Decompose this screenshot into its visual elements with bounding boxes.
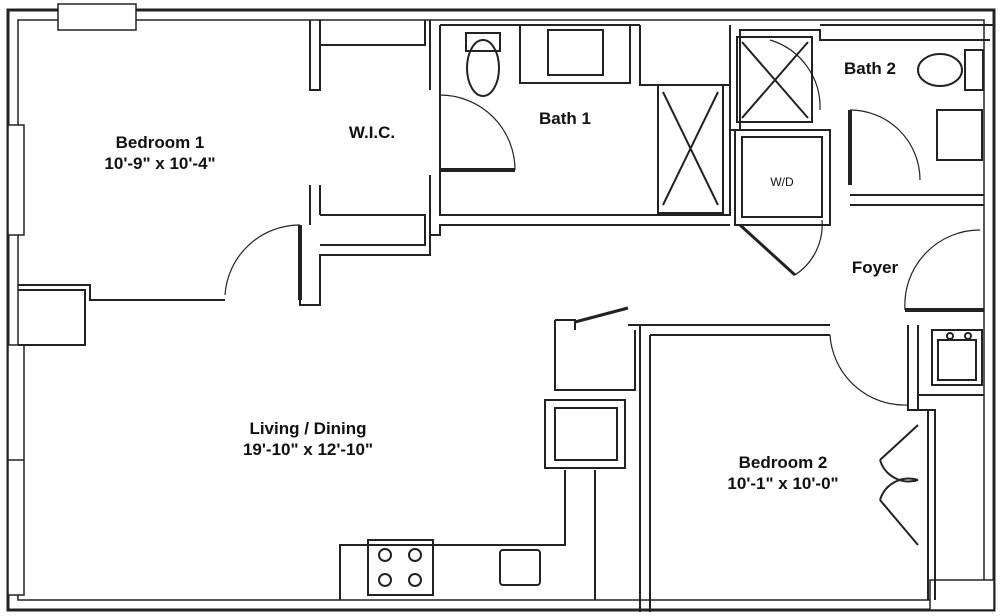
living-label: Living / Dining 19'-10" x 12'-10" [243,418,373,460]
foyer-label: Foyer [851,258,899,277]
bath1-label: Bath 1 [539,109,591,128]
bedroom1-label: Bedroom 1 10'-9" x 10'-4" [104,132,215,174]
interior-walls [18,20,995,612]
wd-label: W/D [770,175,794,189]
bath2-label: Bath 2 [844,59,896,78]
bedroom1-dims: 10'-9" x 10'-4" [104,154,216,173]
living-name: Living / Dining [249,419,367,438]
living-dims: 19'-10" x 12'-10" [242,440,374,459]
bedroom2-label: Bedroom 2 10'-1" x 10'-0" [727,452,838,494]
bedroom1-name: Bedroom 1 [115,133,205,152]
exterior-walls [6,8,996,612]
bedroom2-name: Bedroom 2 [738,453,828,472]
bedroom2-dims: 10'-1" x 10'-0" [727,474,839,493]
windows [7,3,995,611]
doors [224,39,984,546]
wic-label: W.I.C. [348,123,396,142]
